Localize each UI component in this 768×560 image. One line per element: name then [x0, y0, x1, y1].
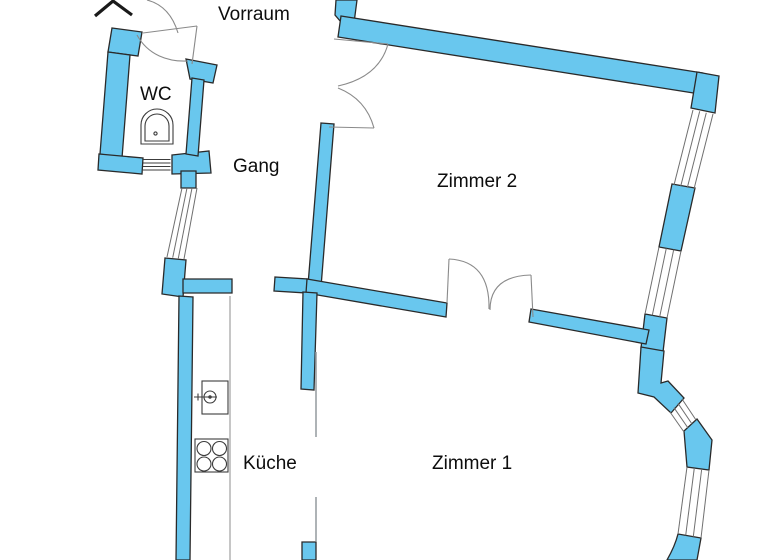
wc-door-swing — [136, 34, 189, 62]
vorraum-boundary-line — [191, 25, 198, 65]
walls-layer — [97, 0, 720, 560]
doors-layer — [136, 0, 534, 318]
window-pane-line — [692, 468, 703, 537]
gang-door-leaf — [328, 126, 375, 129]
window-pane-line — [673, 109, 694, 186]
room-label-zimmer2: Zimmer 2 — [437, 171, 517, 192]
window-pane-line — [685, 467, 695, 536]
zimmer-door-swing — [489, 274, 532, 311]
wall-kitchen-divider-upper — [300, 291, 318, 391]
wall-wc-left — [99, 51, 131, 159]
stove-burner — [211, 456, 228, 472]
stove-burner — [196, 456, 212, 472]
walls-stroke-group — [97, 0, 720, 560]
room-label-kueche: Küche — [243, 453, 297, 474]
window-pane-line — [659, 249, 675, 317]
window-pane-line — [172, 187, 188, 258]
wall-wc-right — [185, 77, 205, 157]
room-label-gang: Gang — [233, 156, 279, 177]
gang-door-leaf — [333, 38, 389, 45]
wall-bay-jog — [637, 346, 685, 414]
gang-door-swing — [337, 87, 375, 129]
window-pane-line — [673, 407, 689, 429]
gang-door-swing — [337, 43, 389, 87]
window-pane-line — [677, 403, 693, 425]
entrance-door-swing — [146, 0, 179, 34]
fixtures-layer — [140, 108, 229, 473]
toilet-drain-dot — [153, 131, 158, 136]
window-pane-line — [669, 411, 685, 433]
window-pane-line — [700, 469, 710, 539]
wall-kitchen-left — [175, 295, 194, 560]
wall-right-corner — [690, 71, 720, 114]
wall-right-segment — [658, 183, 696, 252]
wall-kitchen-stub — [182, 278, 233, 294]
window-pane-line — [183, 187, 198, 260]
toilet-bowl-inner — [144, 113, 170, 142]
wall-zimmer2-top — [337, 15, 704, 95]
window-pane-line — [686, 112, 707, 188]
wall-gang-right — [307, 122, 335, 288]
wall-wc-bottom-left — [97, 153, 144, 175]
labels-layer: Vorraum WC Gang Zimmer 2 Küche Zimmer 1 — [140, 4, 517, 474]
window-pane-line — [644, 246, 660, 315]
window-pane-line — [693, 113, 714, 190]
windows-layer — [166, 109, 714, 539]
wall-gang-stub — [273, 276, 309, 294]
room-label-zimmer1: Zimmer 1 — [432, 453, 512, 474]
window-pane-line — [651, 248, 667, 316]
entrance-arrow-icon — [93, 0, 133, 18]
wall-kitchen-divider-lower — [301, 541, 317, 560]
zimmer-door-swing — [448, 258, 490, 310]
window-pane-line — [681, 398, 697, 421]
room-label-wc: WC — [140, 84, 172, 105]
toilet-icon — [140, 108, 174, 145]
entrance-door-leaf — [142, 25, 198, 34]
sink-drain-dot — [208, 395, 212, 399]
zimmer-door-leaf — [530, 274, 534, 318]
wall-wc-right-jamb — [185, 58, 218, 84]
wall-wc-left-jamb — [107, 27, 143, 57]
window-pane-line — [680, 111, 701, 187]
stove-burner — [196, 440, 212, 457]
wall-bay-bottom — [666, 533, 702, 560]
window-pane-line — [166, 187, 183, 258]
wall-wc-stub-down — [180, 170, 197, 189]
stove-burner — [211, 440, 228, 457]
stove-icon — [194, 438, 229, 473]
zimmer-door-leaf — [446, 258, 450, 304]
window-pane-line — [677, 466, 688, 535]
window-pane-line — [666, 250, 682, 319]
room-label-vorraum: Vorraum — [218, 4, 290, 25]
wall-divider-left — [305, 278, 448, 318]
window-pane-line — [177, 187, 193, 259]
wall-divider-right — [528, 308, 650, 345]
wall-bay-corner — [683, 418, 713, 471]
